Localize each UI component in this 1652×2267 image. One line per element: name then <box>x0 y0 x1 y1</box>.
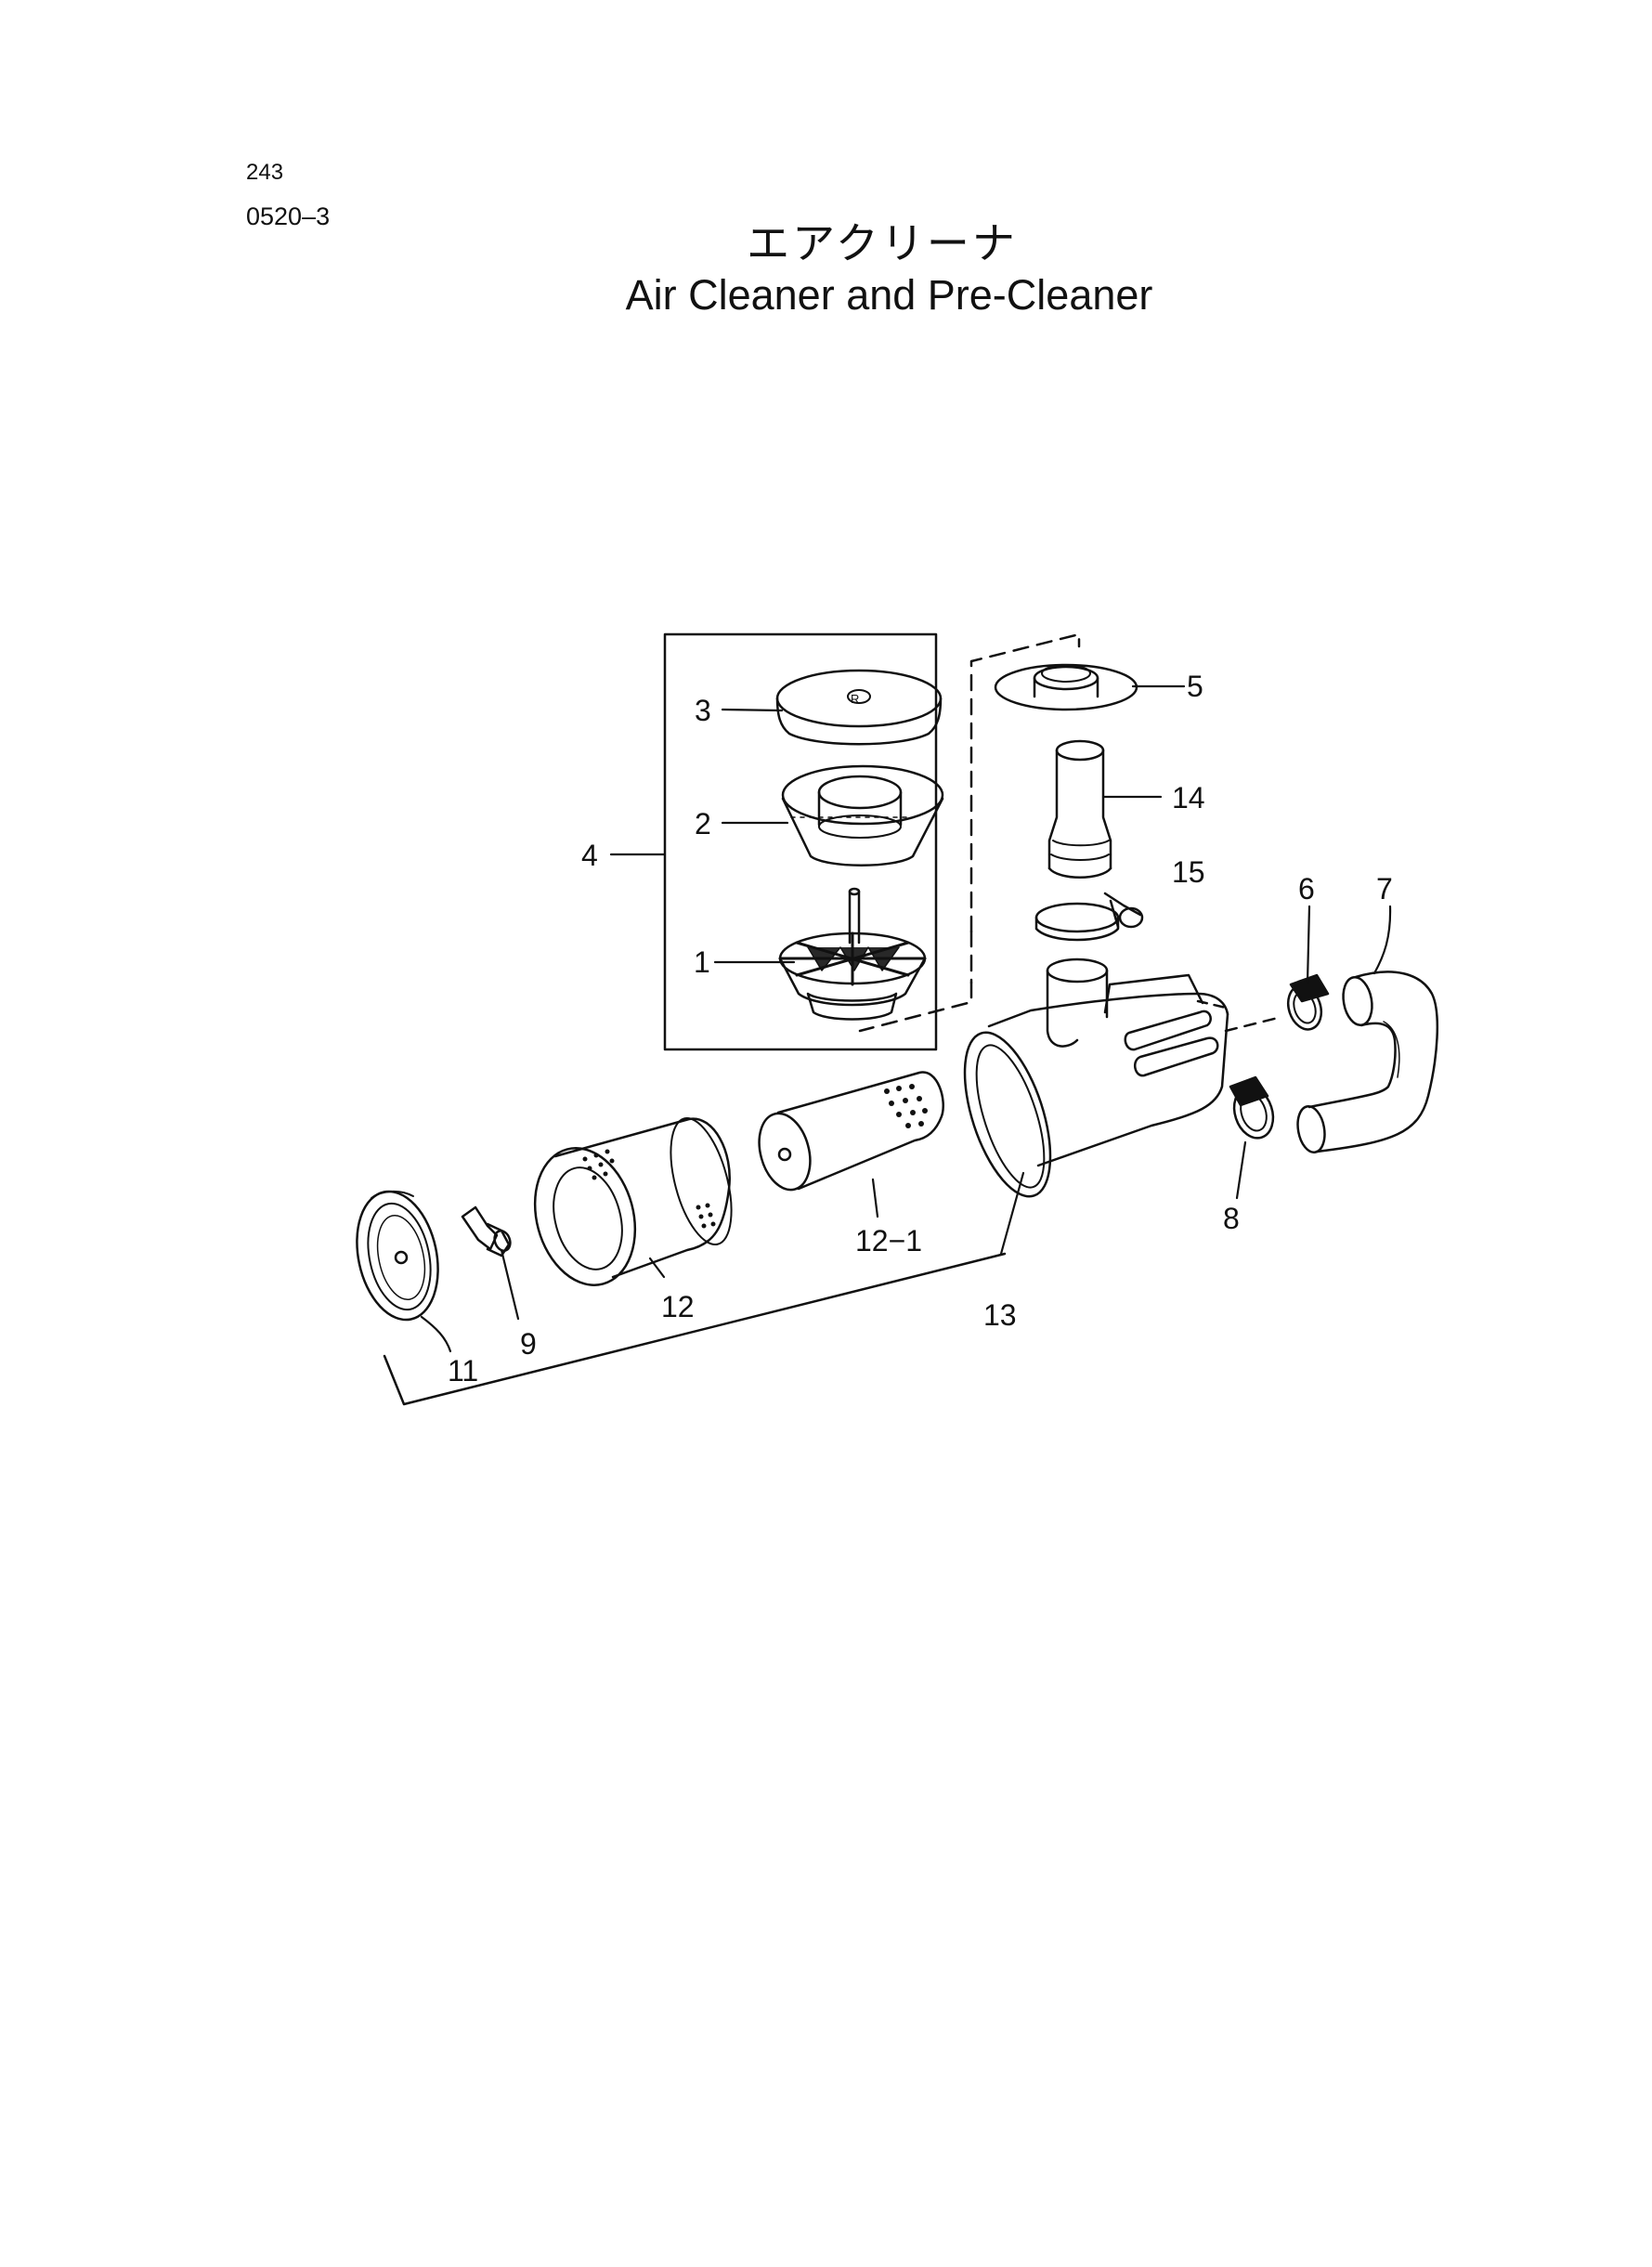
title-japanese: エアクリーナ <box>747 218 1018 268</box>
label-part-1: 1 <box>694 945 710 979</box>
part-2-bowl <box>781 764 944 866</box>
part-14-tube <box>1047 739 1112 879</box>
label-part-5: 5 <box>1187 670 1203 703</box>
part-13-cleaner-body <box>963 958 1229 1198</box>
title-english: Air Cleaner and Pre-Cleaner <box>625 271 1153 319</box>
part-6-hose-clamp <box>1286 973 1330 1031</box>
page-number: 243 <box>246 160 284 185</box>
label-part-13: 13 <box>983 1298 1017 1332</box>
label-part-15: 15 <box>1172 855 1205 889</box>
part-12-outer-element <box>533 1116 733 1286</box>
label-part-2: 2 <box>695 807 711 840</box>
label-part-7: 7 <box>1376 872 1393 905</box>
part-3-cap: R <box>775 669 943 746</box>
label-part-9: 9 <box>520 1327 537 1361</box>
pre-cleaner-assembly-box <box>663 632 938 1051</box>
label-part-6: 6 <box>1298 872 1315 905</box>
dashed-bracket-bottom <box>858 981 973 1033</box>
part-12-1-inner-element <box>758 1071 944 1192</box>
part-5-flange <box>994 663 1138 711</box>
dashed-bracket-top <box>969 632 1081 933</box>
assembly-bracket <box>383 1252 1007 1406</box>
label-part-14: 14 <box>1172 781 1205 814</box>
leader-lines <box>420 684 1392 1353</box>
section-code: 0520–3 <box>246 202 331 230</box>
label-part-12: 12 <box>661 1290 695 1323</box>
part-11-cover <box>356 1190 439 1322</box>
part-7-elbow-hose <box>1296 971 1438 1153</box>
label-part-3: 3 <box>695 694 711 727</box>
dashed-connector <box>1224 1015 1283 1033</box>
label-part-8: 8 <box>1223 1202 1240 1235</box>
label-part-4: 4 <box>581 839 598 872</box>
part-8-hose-clamp <box>1229 1075 1275 1140</box>
svg-text:R: R <box>851 692 859 706</box>
part-9-wing-nut <box>461 1205 512 1257</box>
part-15-clamp <box>1034 892 1144 942</box>
label-part-12-1: 12−1 <box>855 1224 922 1257</box>
callout-labels: 3 2 4 1 5 14 15 6 7 8 9 11 12 12−1 13 <box>448 670 1393 1388</box>
label-part-11: 11 <box>448 1354 478 1388</box>
part-1-impeller <box>778 887 927 1021</box>
